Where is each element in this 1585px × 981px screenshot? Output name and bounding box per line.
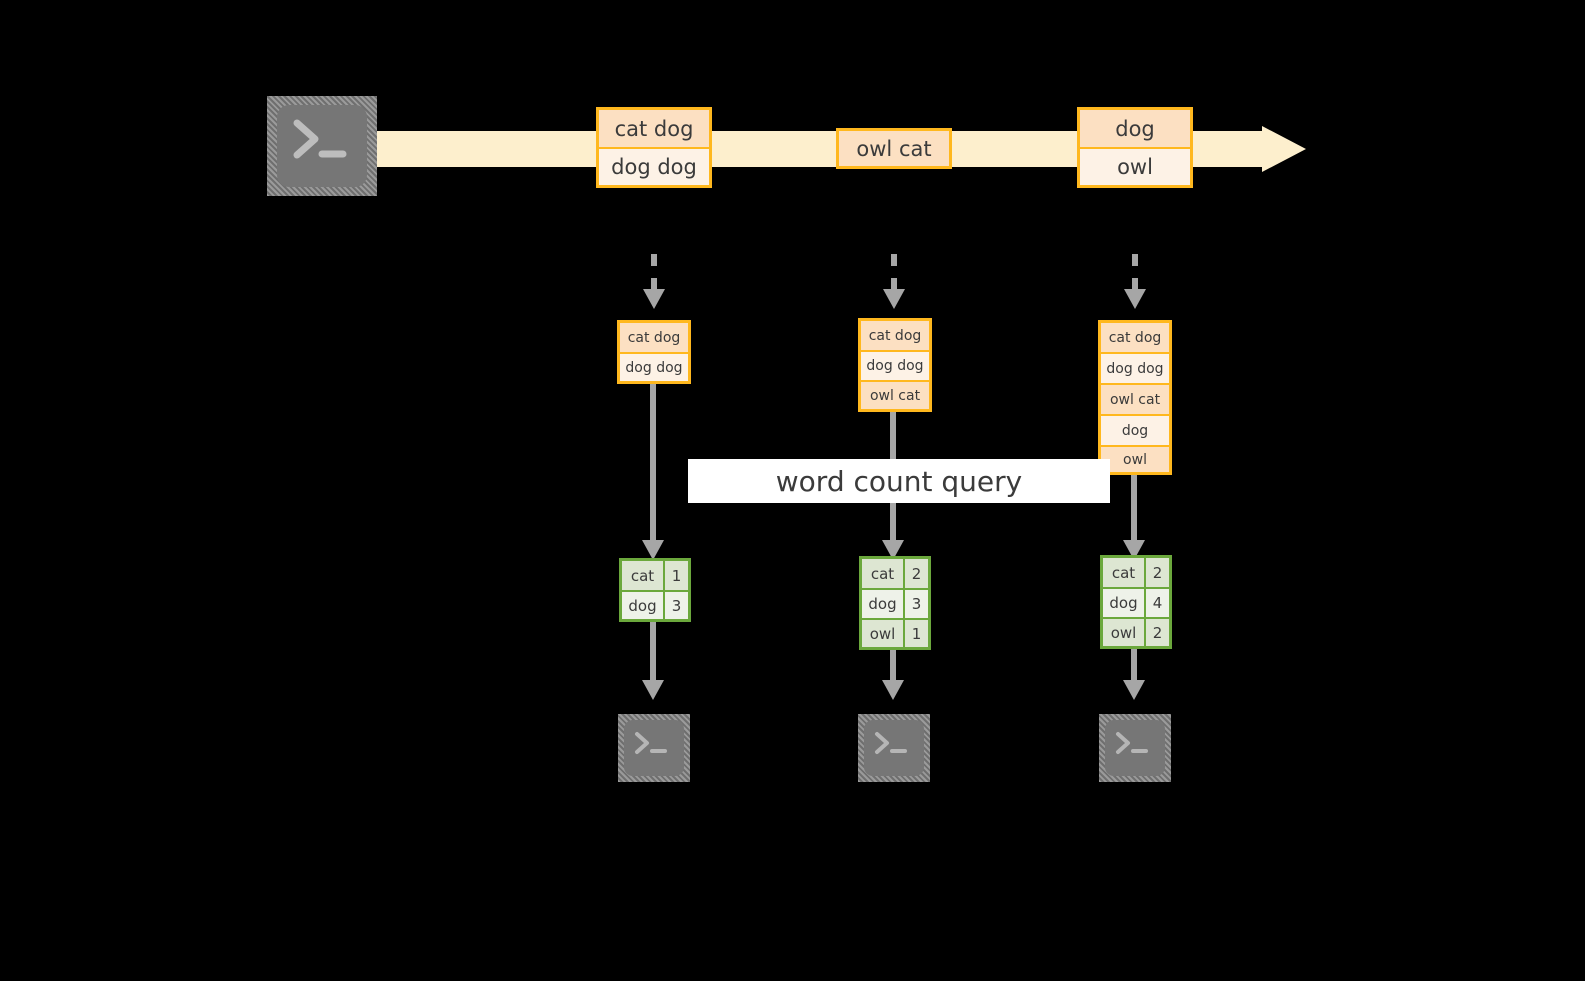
snapshot-1-buffer: cat dog dog dog bbox=[617, 320, 691, 384]
record-text: dog dog bbox=[625, 359, 683, 376]
snapshot-2-dashed-connector bbox=[891, 254, 897, 290]
snapshot-2-buffer: cat dog dog dog owl cat bbox=[858, 318, 932, 412]
record-text: owl cat bbox=[1109, 391, 1161, 408]
record-text: dog bbox=[1121, 422, 1149, 439]
stream-group-1: cat dog dog dog bbox=[596, 107, 712, 188]
buffer-record: cat dog bbox=[1101, 323, 1169, 354]
query-banner: word count query bbox=[688, 459, 1110, 503]
stream-record: dog dog bbox=[599, 149, 709, 185]
record-text: dog dog bbox=[611, 155, 697, 179]
result-row: owl 2 bbox=[1103, 619, 1169, 646]
buffer-record: owl cat bbox=[861, 382, 929, 409]
snapshot-3-dashed-connector bbox=[1132, 254, 1138, 290]
result-row: dog 3 bbox=[622, 592, 688, 619]
terminal-body bbox=[1105, 720, 1165, 776]
result-row: cat 1 bbox=[622, 561, 688, 592]
terminal-body bbox=[864, 720, 924, 776]
record-text: cat dog bbox=[614, 116, 694, 141]
snapshot-3-query-connector bbox=[1131, 475, 1137, 544]
record-text: cat dog bbox=[627, 329, 681, 346]
result-count: 3 bbox=[911, 595, 922, 613]
result-word: cat bbox=[622, 561, 665, 590]
query-banner-label: word count query bbox=[775, 464, 1023, 498]
record-text: owl bbox=[1117, 155, 1153, 179]
stream-record: owl bbox=[1080, 149, 1190, 185]
snapshot-2-result-table: cat 2 dog 3 owl 1 bbox=[859, 556, 931, 650]
snapshot-1-query-connector bbox=[650, 384, 656, 544]
result-count: 4 bbox=[1152, 594, 1163, 612]
buffer-record: owl cat bbox=[1101, 385, 1169, 416]
record-text: cat dog bbox=[1108, 329, 1162, 346]
snapshot-3-sink-arrowhead bbox=[1123, 680, 1145, 700]
terminal-prompt-glyph bbox=[635, 732, 667, 754]
record-text: dog bbox=[1115, 116, 1155, 141]
snapshot-3-buffer: cat dog dog dog owl cat dog owl bbox=[1098, 320, 1172, 475]
record-text: dog dog bbox=[866, 358, 924, 374]
buffer-record: cat dog bbox=[861, 321, 929, 352]
snapshot-2-sink-arrowhead bbox=[882, 680, 904, 700]
result-count: 2 bbox=[911, 564, 922, 583]
buffer-record: dog bbox=[1101, 416, 1169, 447]
snapshot-1-sink-terminal-icon bbox=[618, 714, 690, 782]
buffer-record: dog dog bbox=[861, 352, 929, 382]
result-count: 3 bbox=[671, 596, 682, 615]
snapshot-1-sink-connector bbox=[650, 622, 656, 684]
result-word: cat bbox=[1103, 558, 1146, 587]
snapshot-1-query-arrowhead bbox=[642, 540, 664, 560]
record-text: owl cat bbox=[869, 387, 921, 404]
result-row: owl 1 bbox=[862, 620, 928, 647]
snapshot-3-sink-terminal-icon bbox=[1099, 714, 1171, 782]
result-word: dog bbox=[1103, 589, 1146, 617]
terminal-body bbox=[624, 720, 684, 776]
result-word: cat bbox=[862, 559, 905, 588]
terminal-prompt-glyph bbox=[293, 119, 347, 159]
stream-group-3: dog owl bbox=[1077, 107, 1193, 188]
snapshot-1-result-table: cat 1 dog 3 bbox=[619, 558, 691, 622]
result-row: dog 3 bbox=[862, 590, 928, 620]
record-text: owl cat bbox=[856, 136, 932, 161]
buffer-record: owl bbox=[1101, 447, 1169, 472]
buffer-record: dog dog bbox=[620, 354, 688, 381]
stream-group-2: owl cat bbox=[836, 128, 952, 169]
result-count: 2 bbox=[1152, 563, 1163, 582]
snapshot-3-result-table: cat 2 dog 4 owl 2 bbox=[1100, 555, 1172, 649]
terminal-prompt-glyph bbox=[1116, 732, 1148, 754]
record-text: owl bbox=[1123, 451, 1147, 468]
snapshot-2-sink-connector bbox=[890, 650, 896, 684]
stream-arrowhead bbox=[1262, 126, 1306, 172]
result-row: cat 2 bbox=[862, 559, 928, 590]
result-word: owl bbox=[1103, 619, 1146, 646]
record-text: cat dog bbox=[868, 327, 922, 344]
result-row: dog 4 bbox=[1103, 589, 1169, 619]
stream-record: dog bbox=[1080, 110, 1190, 149]
snapshot-2-dashed-arrowhead bbox=[883, 289, 905, 309]
snapshot-3-sink-connector bbox=[1131, 649, 1137, 684]
snapshot-3-dashed-arrowhead bbox=[1124, 289, 1146, 309]
result-word: owl bbox=[862, 620, 905, 647]
stream-record: cat dog bbox=[599, 110, 709, 149]
result-word: dog bbox=[622, 592, 665, 619]
result-count: 1 bbox=[671, 566, 682, 585]
snapshot-2-sink-terminal-icon bbox=[858, 714, 930, 782]
snapshot-1-sink-arrowhead bbox=[642, 680, 664, 700]
snapshot-1-dashed-connector bbox=[651, 254, 657, 290]
snapshot-1-dashed-arrowhead bbox=[643, 289, 665, 309]
result-count: 1 bbox=[911, 624, 922, 643]
snapshot-2-query-arrowhead bbox=[882, 540, 904, 560]
source-terminal-icon bbox=[267, 96, 377, 196]
buffer-record: cat dog bbox=[620, 323, 688, 354]
buffer-record: dog dog bbox=[1101, 354, 1169, 385]
result-word: dog bbox=[862, 590, 905, 618]
result-count: 2 bbox=[1152, 623, 1163, 642]
terminal-body bbox=[277, 105, 367, 187]
record-text: dog dog bbox=[1106, 360, 1164, 377]
stream-record: owl cat bbox=[839, 131, 949, 166]
terminal-prompt-glyph bbox=[875, 732, 907, 754]
result-row: cat 2 bbox=[1103, 558, 1169, 589]
